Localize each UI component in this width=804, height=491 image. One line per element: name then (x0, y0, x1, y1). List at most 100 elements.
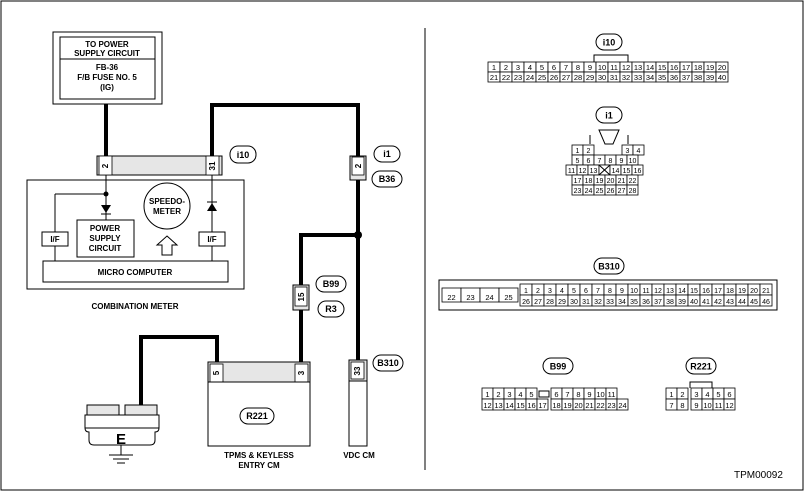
pin-number: 23 (574, 188, 582, 195)
connector-tag-label: B310 (598, 262, 620, 272)
micro-computer-box (42, 260, 229, 283)
pin-number: 22 (447, 293, 455, 302)
power-supply-box: TO POWER SUPPLY CIRCUIT FB-36 F/B FUSE N… (52, 31, 163, 105)
meter-outline (26, 179, 245, 290)
pin-number: 17 (714, 288, 722, 295)
pin-cell (723, 398, 736, 411)
pin-number: 24 (585, 188, 593, 195)
pin-number: 19 (596, 178, 604, 185)
pin-number: 10 (598, 63, 606, 72)
power-supply-line4: F/B FUSE NO. 5 (77, 73, 137, 82)
pin-number: 15 (658, 63, 666, 72)
pin-number: 2 (680, 390, 684, 399)
pin-cell (715, 71, 729, 83)
pin-number: 18 (585, 178, 593, 185)
pin-number: 12 (622, 63, 630, 72)
pin-number: 21 (585, 401, 593, 410)
pin-number: 11 (642, 288, 649, 295)
pin-number: 34 (646, 73, 654, 82)
pin-number: 24 (618, 401, 626, 410)
pin-cell (616, 398, 629, 411)
pin-number: 23 (514, 73, 522, 82)
pin-number: 41 (702, 299, 710, 306)
pin-number: 42 (714, 299, 722, 306)
pin-number: 2 (587, 148, 591, 155)
pin-number: 11 (608, 390, 616, 399)
pin-number: 1 (492, 63, 496, 72)
tpms-connector-label: R221 (246, 411, 268, 421)
pin-number: 39 (706, 73, 714, 82)
pin-number: 11 (568, 168, 575, 175)
pin-number: 22 (596, 401, 604, 410)
pin-number: 7 (565, 390, 569, 399)
pin-number: 34 (618, 299, 626, 306)
pin-number: 31 (582, 299, 590, 306)
pin-number: 27 (562, 73, 570, 82)
meter-pin-left: 2 (101, 163, 110, 168)
pin-number: 3 (507, 390, 511, 399)
pin-number: 43 (726, 299, 734, 306)
harness-wires (104, 103, 360, 405)
pin-number: 28 (629, 188, 637, 195)
splice-point (354, 231, 362, 239)
tpms-title-line1: TPMS & KEYLESS (224, 451, 294, 460)
pin-number: 14 (678, 288, 686, 295)
pin-number: 36 (642, 299, 650, 306)
vdc-cm: 33 B310 VDC CM (343, 354, 404, 460)
pin-number: 29 (558, 299, 566, 306)
pin-number: 46 (762, 299, 770, 306)
pin-number: 8 (609, 158, 613, 165)
pin-number: 26 (550, 73, 558, 82)
pin-number: 8 (576, 63, 580, 72)
pin-number: 16 (702, 288, 710, 295)
pin-number: 9 (694, 401, 698, 410)
pin-number: 6 (552, 63, 556, 72)
pin-number: 21 (490, 73, 498, 82)
joint-b99-label: B99 (323, 279, 340, 289)
ps-circuit-line1: POWER (90, 224, 120, 233)
pin-number: 4 (560, 288, 564, 295)
connector-i10-body (96, 155, 223, 176)
diode-left-icon (101, 205, 111, 213)
pin-number: 4 (518, 390, 522, 399)
connector-tag-label: B99 (550, 362, 567, 372)
if-left-label: I/F (50, 235, 59, 244)
pin-number: 3 (694, 390, 698, 399)
pin-number: 35 (630, 299, 638, 306)
pin-number: 4 (705, 390, 709, 399)
pin-number: 25 (504, 293, 512, 302)
pin-number: 1 (576, 148, 580, 155)
speedometer-line2: METER (153, 207, 181, 216)
pin-number: 37 (654, 299, 662, 306)
pin-number: 37 (682, 73, 690, 82)
signal-arrow-icon (155, 235, 179, 256)
pin-number: 13 (494, 401, 502, 410)
pin-cell (626, 184, 639, 196)
pin-number: 15 (623, 168, 631, 175)
pin-number: 31 (610, 73, 618, 82)
pin-number: 27 (618, 188, 626, 195)
pin-number: 19 (738, 288, 746, 295)
connector-tag-label: R221 (690, 362, 712, 372)
pin-number: 4 (637, 148, 641, 155)
pin-number: 17 (682, 63, 690, 72)
pin-number: 2 (504, 63, 508, 72)
pin-number: 9 (588, 63, 592, 72)
pin-number: 4 (528, 63, 532, 72)
pin-cell (676, 398, 689, 411)
pin-number: 7 (598, 158, 602, 165)
ground-label: E (116, 431, 126, 448)
pin-number: 21 (618, 178, 626, 185)
pin-number: 44 (738, 299, 746, 306)
pin-number: 20 (607, 178, 615, 185)
pin-number: 13 (634, 63, 642, 72)
pin-number: 26 (607, 188, 615, 195)
pin-number: 35 (658, 73, 666, 82)
pin-number: 9 (620, 288, 624, 295)
pin-number: 16 (634, 168, 642, 175)
